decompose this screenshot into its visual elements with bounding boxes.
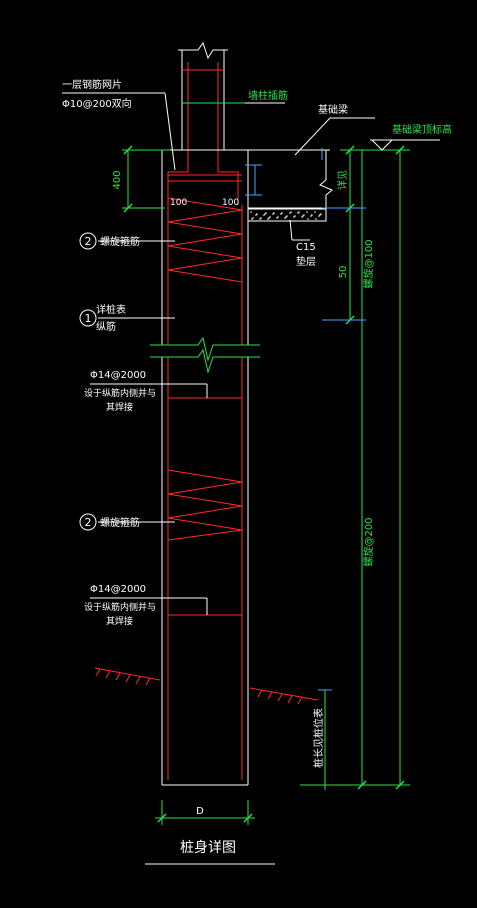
concrete-dot xyxy=(306,211,308,213)
ground-left xyxy=(94,667,161,686)
callout-circle-1: 1 xyxy=(79,309,97,327)
concrete-dot xyxy=(263,214,265,216)
label-dim-top-right: 详见 xyxy=(336,170,349,190)
label-mesh-spec: Φ10@200双向 xyxy=(62,97,132,110)
svg-text:2: 2 xyxy=(85,235,92,248)
concrete-dot xyxy=(294,215,296,217)
concrete-dot xyxy=(303,214,305,216)
label-cushion-grade: C15 xyxy=(296,242,316,253)
pile-outline xyxy=(161,149,249,786)
label-spiral-top-spacing: 螺旋@100 xyxy=(362,239,375,288)
label-mesh-top: 一层钢筋网片 xyxy=(62,78,122,91)
concrete-dot xyxy=(293,216,295,218)
concrete-dot xyxy=(272,213,274,215)
label-foundation-level: 基础梁顶标高 xyxy=(392,123,452,136)
concrete-dot xyxy=(276,217,278,219)
concrete-dot xyxy=(301,216,303,218)
concrete-dot xyxy=(302,215,304,217)
column-stub xyxy=(178,41,228,150)
callout-text-spiral-top: 螺旋箍筋 xyxy=(100,235,140,248)
callout-text-longitudinal-2: 纵筋 xyxy=(96,320,116,333)
concrete-dot xyxy=(265,212,267,214)
spiral-top xyxy=(167,197,243,283)
concrete-dot xyxy=(314,211,316,213)
dimension-lines xyxy=(122,102,410,825)
concrete-dot xyxy=(285,216,287,218)
ground-right xyxy=(249,687,319,705)
column-dowels xyxy=(167,62,239,205)
label-foundation-beam: 基础梁 xyxy=(318,103,348,116)
concrete-dot xyxy=(289,212,291,214)
callout-circle-2-bottom: 2 xyxy=(79,513,97,531)
concrete-dot xyxy=(273,212,275,214)
concrete-dot xyxy=(284,217,286,219)
callout-circle-2-top: 2 xyxy=(79,232,97,250)
concrete-dot xyxy=(277,216,279,218)
concrete-dot xyxy=(251,218,253,220)
label-cushion-name: 垫层 xyxy=(296,255,316,268)
label-spiral-bottom-spacing: 螺旋@200 xyxy=(362,517,375,566)
concrete-dot xyxy=(259,218,261,220)
concrete-dot xyxy=(250,211,252,213)
label-left-100: 100 xyxy=(170,198,187,208)
stiffener-2-line1: 设于纵筋内侧并与 xyxy=(84,601,156,613)
foundation-beam xyxy=(248,149,333,209)
stiffener-2-line2: 其焊接 xyxy=(106,615,133,627)
longitudinal-rebar xyxy=(167,205,243,780)
concrete-dot xyxy=(298,211,300,213)
label-dim-400: 400 xyxy=(112,170,123,189)
svg-text:1: 1 xyxy=(85,312,92,325)
stiffener-1-line1: 设于纵筋内侧并与 xyxy=(84,387,156,399)
level-symbol xyxy=(370,139,440,151)
concrete-dot xyxy=(264,213,266,215)
concrete-dot xyxy=(255,214,257,216)
break-line xyxy=(150,336,260,374)
concrete-dot xyxy=(320,213,322,215)
concrete-dot xyxy=(267,218,269,220)
concrete-dot xyxy=(252,217,254,219)
stiffener-1-line2: 其焊接 xyxy=(106,401,133,413)
concrete-dot xyxy=(307,218,309,220)
concrete-dot xyxy=(297,212,299,214)
concrete-dot xyxy=(260,217,262,219)
concrete-dot xyxy=(281,212,283,214)
concrete-dot xyxy=(280,213,282,215)
blue-markers xyxy=(245,148,366,691)
leader-lines xyxy=(62,92,375,865)
label-right-100: 100 xyxy=(222,198,239,208)
concrete-dot xyxy=(311,214,313,216)
top-mesh xyxy=(168,174,242,182)
label-bottom-ref: 桩长见桩位表 xyxy=(312,708,325,768)
concrete-dot xyxy=(319,214,321,216)
callout-text-longitudinal: 详桩表 xyxy=(96,303,126,316)
label-diameter: D xyxy=(196,806,204,817)
svg-text:2: 2 xyxy=(85,516,92,529)
concrete-dot xyxy=(318,215,320,217)
stiffener-2-spec: Φ14@2000 xyxy=(90,584,146,595)
label-column-rebar: 墙柱插筋 xyxy=(248,89,288,102)
concrete-dot xyxy=(315,218,317,220)
drawing-title: 桩身详图 xyxy=(180,839,236,856)
concrete-dot xyxy=(269,216,271,218)
concrete-dot xyxy=(286,215,288,217)
concrete-dot xyxy=(290,211,292,213)
spiral-bottom xyxy=(167,469,243,541)
concrete-dot xyxy=(310,215,312,217)
concrete-dot xyxy=(256,213,258,215)
stiffener-1-spec: Φ14@2000 xyxy=(90,370,146,381)
label-dim-50: 50 xyxy=(338,266,349,279)
concrete-cushion xyxy=(247,208,327,222)
concrete-dot xyxy=(268,217,270,219)
callout-text-spiral-bottom: 螺旋箍筋 xyxy=(100,516,140,529)
stiffener-rings xyxy=(168,397,242,616)
